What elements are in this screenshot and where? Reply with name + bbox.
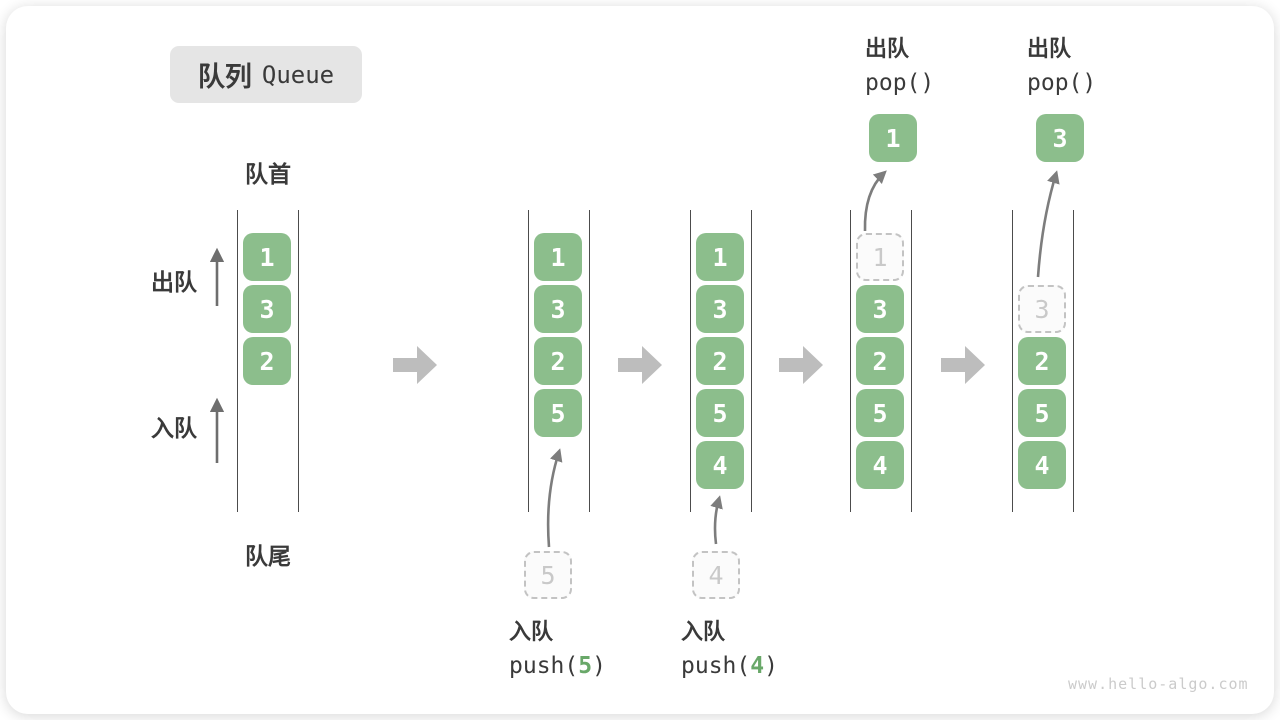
queue-item: 2 (856, 337, 904, 385)
queue-state-1: 1 3 2 (237, 210, 299, 512)
queue-state-5: 3 2 5 4 (1012, 210, 1074, 512)
push-op-zh: 入队 (509, 619, 554, 644)
queue-item: 5 (1018, 389, 1066, 437)
pop-op-label: 出队 pop() (865, 31, 934, 96)
queue-item: 2 (1018, 337, 1066, 385)
label-queue-front: 队首 (245, 161, 291, 187)
queue-item: 1 (696, 233, 744, 281)
pop-op-zh: 出队 (1027, 36, 1072, 61)
popped-value: 3 (1036, 114, 1084, 162)
pop-op-label: 出队 pop() (1027, 31, 1096, 96)
label-queue-rear: 队尾 (245, 543, 291, 569)
queue-item: 1 (243, 233, 291, 281)
push-fn-open: push( (681, 653, 751, 679)
queue-item-removed: 1 (856, 233, 904, 281)
queue-state-4: 1 3 2 5 4 (850, 210, 912, 512)
queue-state-2: 1 3 2 5 (528, 210, 590, 512)
label-dequeue: 出队 (151, 269, 197, 295)
pop-op-zh: 出队 (865, 36, 910, 61)
queue-item: 3 (243, 285, 291, 333)
staged-push-value: 4 (692, 551, 740, 599)
push-fn-close: ) (764, 653, 778, 679)
queue-item: 2 (534, 337, 582, 385)
push-fn-arg: 5 (578, 653, 593, 679)
push-op-label: 入队 push(5) (509, 614, 606, 679)
queue-item: 2 (243, 337, 291, 385)
queue-item: 3 (696, 285, 744, 333)
queue-item: 5 (534, 389, 582, 437)
push-fn-close: ) (592, 653, 606, 679)
queue-item: 5 (856, 389, 904, 437)
queue-item-removed: 3 (1018, 285, 1066, 333)
push-fn-arg: 4 (750, 653, 765, 679)
staged-push-value: 5 (524, 551, 572, 599)
push-fn-open: push( (509, 653, 579, 679)
queue-item: 3 (856, 285, 904, 333)
queue-item: 3 (534, 285, 582, 333)
queue-item: 1 (534, 233, 582, 281)
queue-item: 4 (696, 441, 744, 489)
pop-op-code: pop() (865, 70, 935, 96)
label-enqueue: 入队 (151, 415, 197, 441)
push-op-label: 入队 push(4) (681, 614, 778, 679)
figure-card (6, 6, 1274, 714)
pop-op-code: pop() (1027, 70, 1097, 96)
queue-item: 5 (696, 389, 744, 437)
title-zh: 队列 (197, 62, 252, 92)
push-op-zh: 入队 (681, 619, 726, 644)
popped-value: 1 (869, 114, 917, 162)
watermark: www.hello-algo.com (1068, 675, 1249, 693)
push-op-code: push(5) (509, 653, 606, 679)
queue-item: 4 (1018, 441, 1066, 489)
queue-item: 4 (856, 441, 904, 489)
title-en: Queue (261, 60, 335, 89)
queue-state-3: 1 3 2 5 4 (690, 210, 752, 512)
queue-item: 2 (696, 337, 744, 385)
push-op-code: push(4) (681, 653, 778, 679)
title-badge: 队列 Queue (170, 46, 362, 103)
